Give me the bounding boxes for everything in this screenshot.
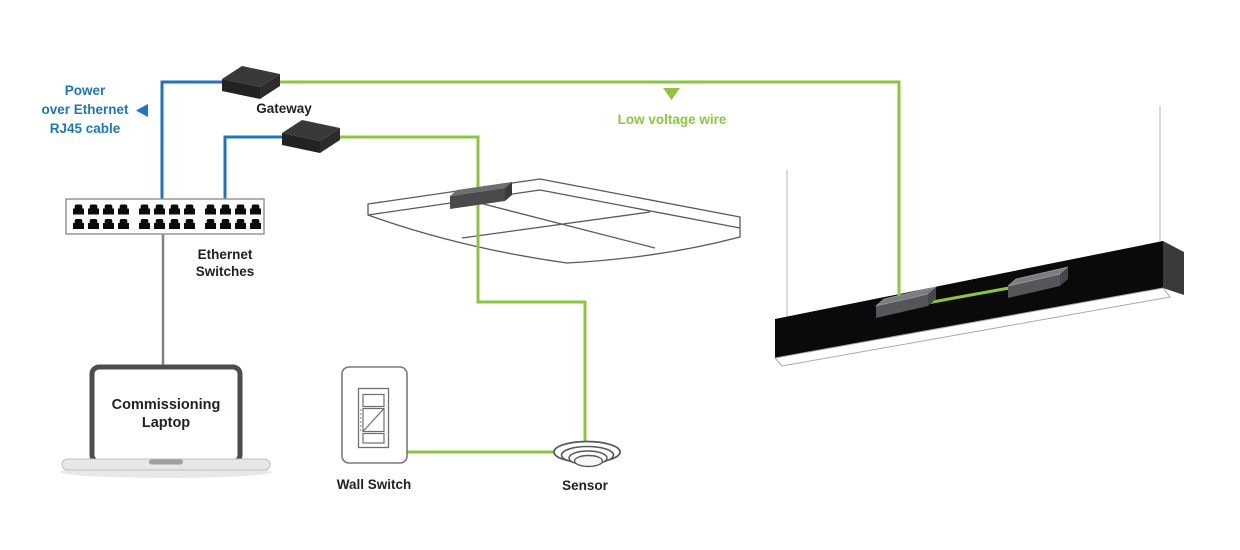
troffer-body <box>367 178 741 264</box>
commissioning-laptop-label-line2: Laptop <box>141 415 191 431</box>
sensor-label: Sensor <box>562 478 608 493</box>
poe-label-line2: over Ethernet <box>41 102 129 117</box>
gateway-1-side <box>260 74 280 99</box>
gateway-2-side <box>320 128 340 153</box>
ethernet-switches-label-line2: Switches <box>195 264 255 279</box>
poe-label-line1: Power <box>64 83 106 98</box>
rj45-port-icon <box>103 219 114 229</box>
wall-switch-label: Wall Switch <box>336 477 412 492</box>
rj45-port-icon <box>118 204 129 215</box>
linear-fixture-icon <box>774 106 1184 367</box>
linear-node-1-side <box>928 287 936 306</box>
rj45-port-icon <box>250 219 261 229</box>
rj45-port-icon <box>88 219 99 229</box>
wall-switch-top-paddle <box>362 393 385 408</box>
linear-fixture-lens-strip <box>774 287 1171 367</box>
rj45-port-icon <box>220 219 231 229</box>
low-voltage-arrow-icon <box>663 88 680 100</box>
gateway-1-top <box>222 66 280 87</box>
low-voltage-wire-module-link <box>926 286 1010 305</box>
laptop-latch <box>149 459 183 465</box>
sensor-dome <box>573 454 604 468</box>
rj45-port-icon <box>169 204 180 215</box>
rj45-port-icon <box>184 204 195 215</box>
ethernet-switches-label: Ethernet Switches <box>196 246 255 280</box>
low-voltage-wire-to-linear-fixture <box>278 80 901 304</box>
rj45-port-icon <box>235 204 246 215</box>
gateway-label: Gateway <box>256 101 312 116</box>
rj45-port-icon <box>205 204 216 215</box>
troffer-rim-line <box>367 189 741 229</box>
gateway-2-front <box>282 133 320 153</box>
rj45-port-icon <box>154 204 165 215</box>
linear-node-2-front <box>1008 274 1060 298</box>
ethernet-switch-icon <box>65 198 265 235</box>
linear-node-2-icon <box>1007 266 1069 298</box>
rj45-port-icon <box>73 219 84 229</box>
low-voltage-wire-to-troffer-and-sensor <box>338 135 587 449</box>
rj45-port-icon <box>250 204 261 215</box>
troffer-node-side <box>505 182 512 201</box>
linear-node-1-front <box>876 294 928 318</box>
linear-node-2-side <box>1060 267 1068 286</box>
troffer-lens-division-1 <box>461 211 651 239</box>
low-voltage-wires <box>278 80 1010 454</box>
low-voltage-wire-label: Low voltage wire <box>617 112 727 127</box>
troffer-node-icon <box>450 182 512 209</box>
rj45-port-icon <box>154 219 165 229</box>
gateway-2-icon <box>282 120 340 153</box>
rj45-port-icon <box>169 219 180 229</box>
rj45-port-icon <box>235 219 246 229</box>
wall-switch-dimmer-diagonal <box>363 408 384 432</box>
wall-switch-led-dots <box>360 409 362 431</box>
rj45-port-icon <box>220 204 231 215</box>
rj45-port-icon <box>88 204 99 215</box>
commissioning-laptop-label: Commissioning Laptop <box>112 396 221 432</box>
linear-fixture-endcap <box>1163 241 1184 295</box>
switch-ports <box>73 204 261 229</box>
laptop-icon <box>60 364 272 478</box>
commissioning-laptop-label-line1: Commissioning <box>111 397 221 413</box>
ethernet-switches-label-line1: Ethernet <box>197 247 253 262</box>
linear-node-1-icon <box>875 286 937 318</box>
gateway-2-top <box>282 120 340 141</box>
troffer-fixture-icon <box>367 178 741 264</box>
gateway-1-front <box>222 79 260 99</box>
rj45-port-icon <box>184 219 195 229</box>
troffer-node-top <box>450 182 512 196</box>
gateway-1-icon <box>222 66 280 99</box>
troffer-node-front <box>450 188 505 209</box>
rj45-port-icon <box>139 219 150 229</box>
poe-cable-gateway2 <box>223 135 283 202</box>
rj45-port-icon <box>118 219 129 229</box>
poe-label: Power over Ethernet RJ45 cable <box>41 81 128 138</box>
rj45-port-icon <box>205 219 216 229</box>
sensor-icon <box>553 440 621 468</box>
poe-cable-gateway1 <box>160 80 224 202</box>
wall-switch-bottom-paddle <box>362 432 385 444</box>
poe-cables <box>160 80 283 202</box>
poe-arrow-icon <box>136 104 148 117</box>
poe-label-line3: RJ45 cable <box>49 121 121 136</box>
rj45-port-icon <box>103 204 114 215</box>
wall-switch-icon <box>341 366 408 464</box>
rj45-port-icon <box>73 204 84 215</box>
troffer-lens-division-2 <box>467 199 656 249</box>
rj45-port-icon <box>139 204 150 215</box>
